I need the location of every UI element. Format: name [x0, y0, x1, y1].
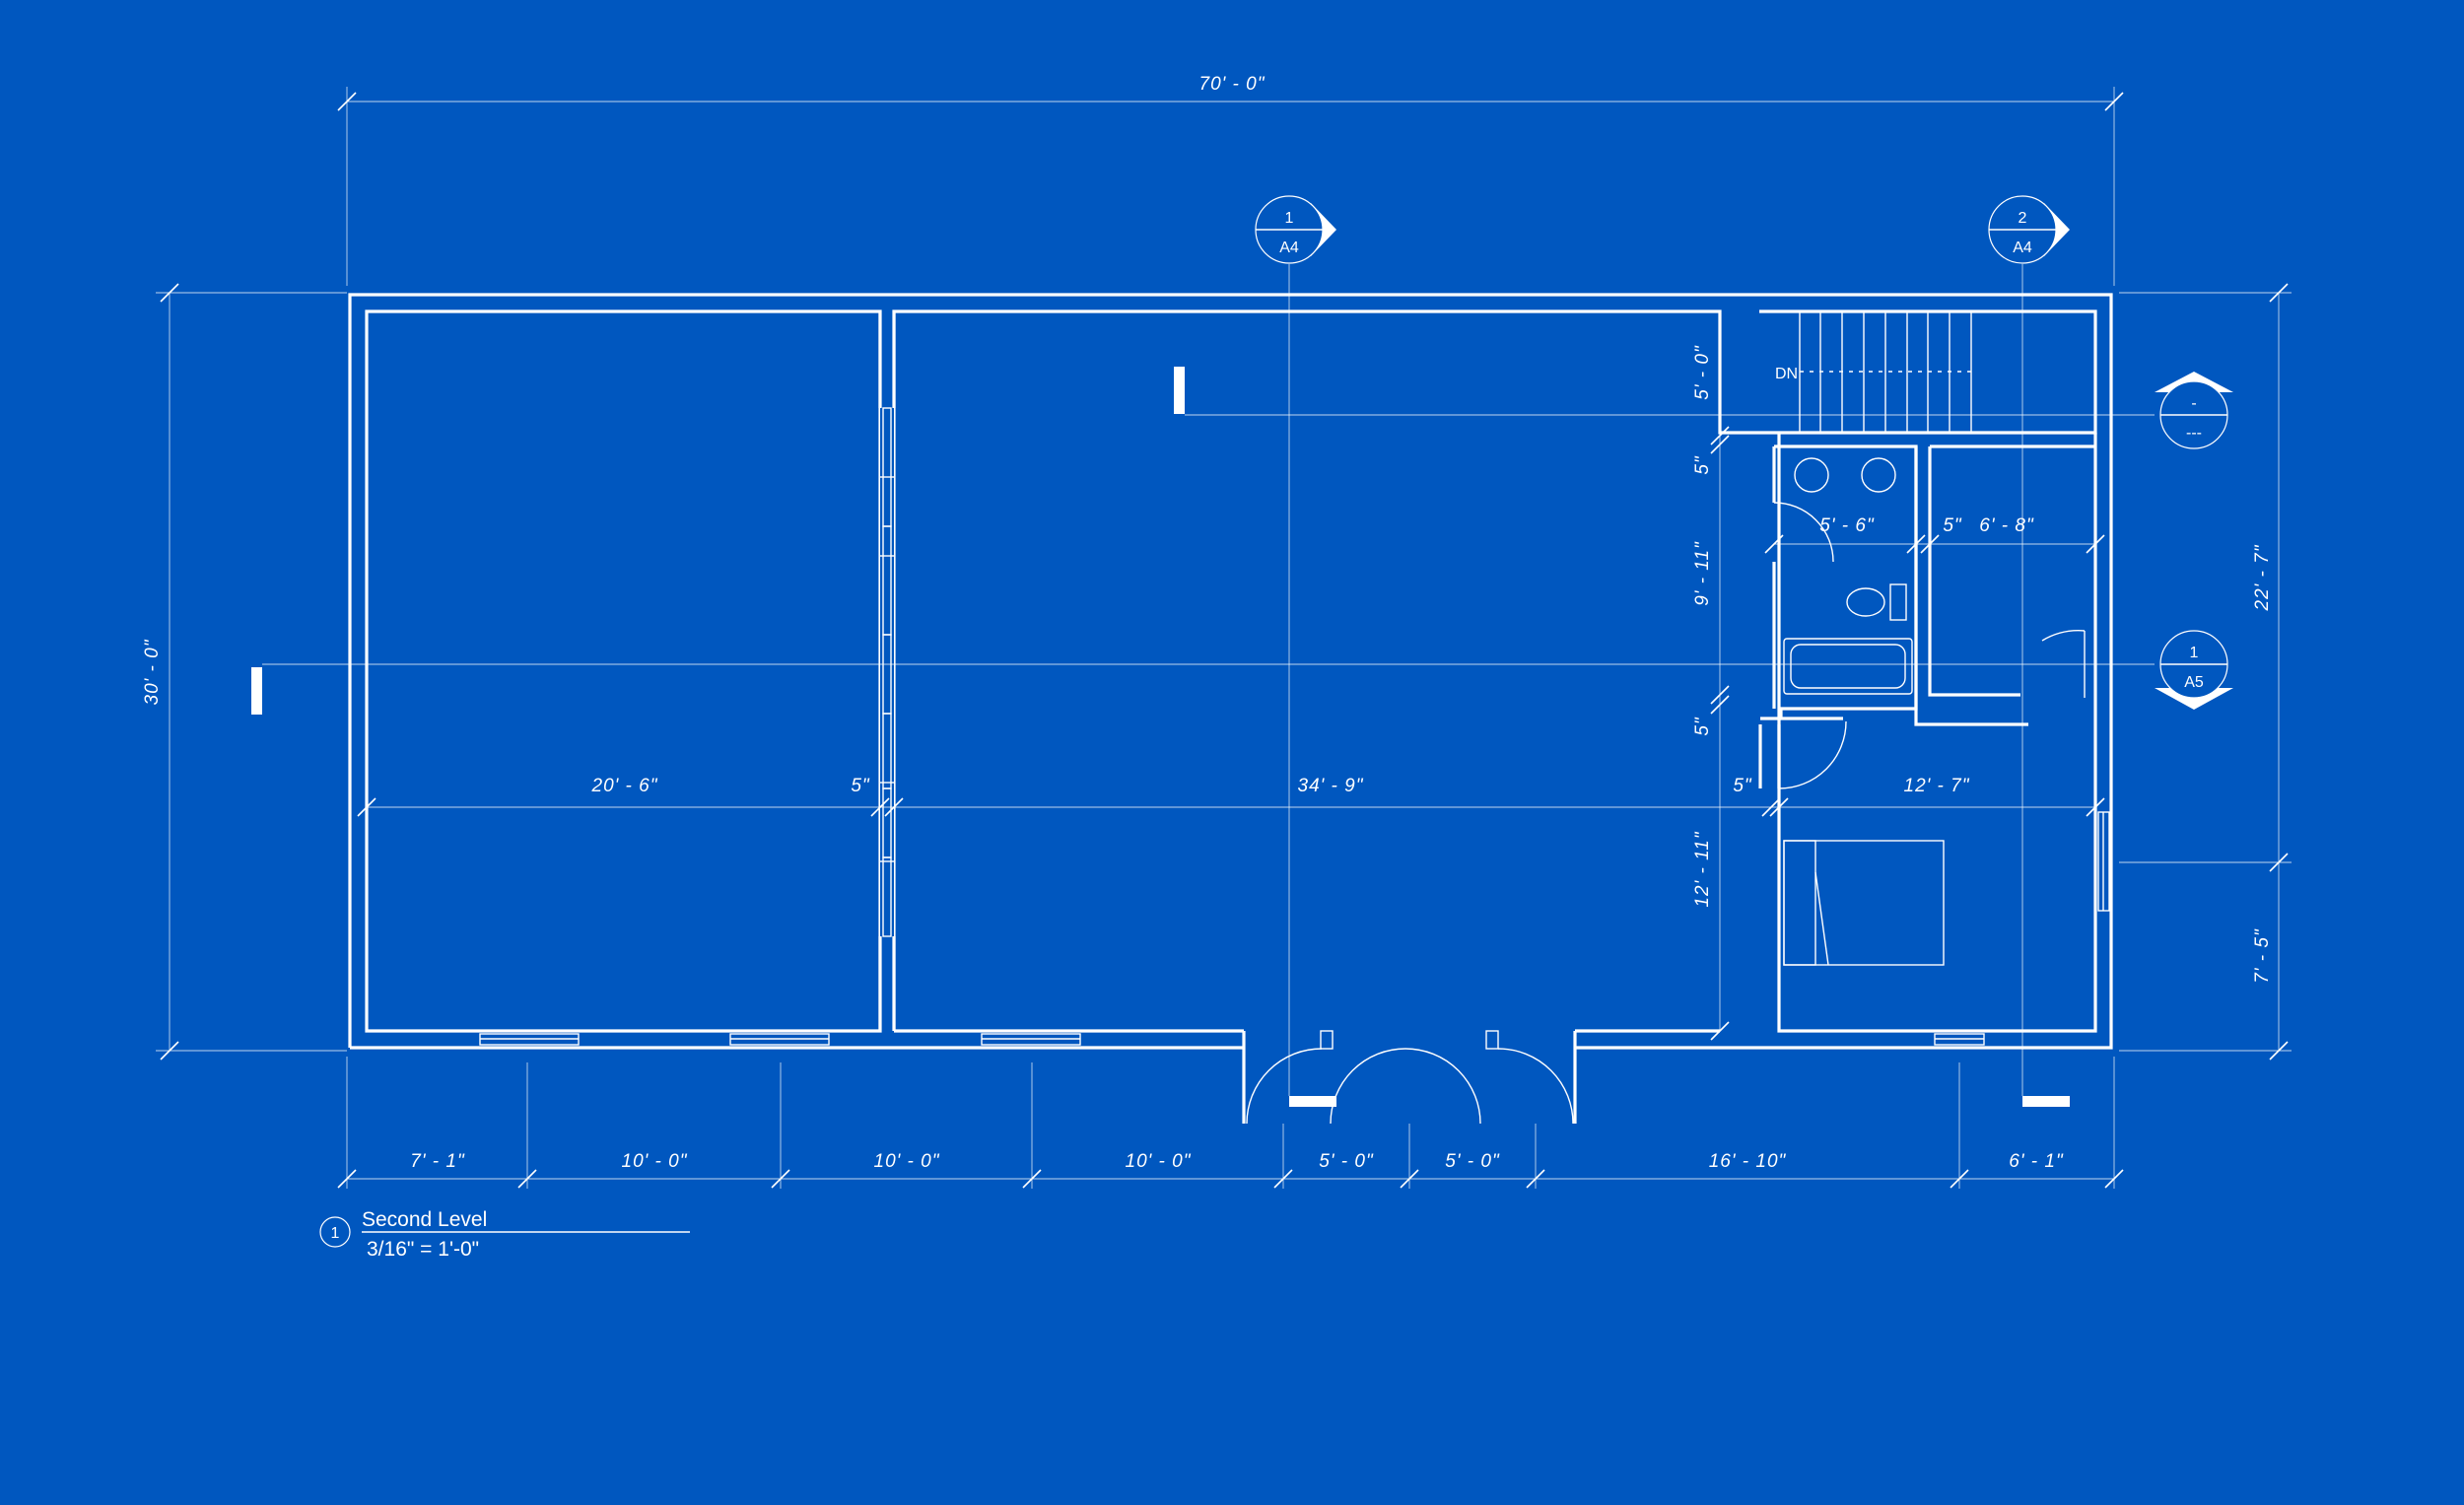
section-marker-2-a4: 2 A4	[1988, 195, 2070, 264]
section-marker-blank: - ---	[2155, 372, 2233, 449]
windows	[479, 811, 2110, 1046]
bottom-dim-7: 16' - 10"	[1709, 1151, 1787, 1172]
wall-a-label: 5"	[851, 776, 870, 796]
view-scale-text: 3/16" = 1'-0"	[367, 1238, 479, 1261]
exterior-walls	[348, 293, 2113, 1050]
view-title-text: Second Level	[362, 1208, 487, 1231]
right-dimensions: 22' - 7" 7' - 5"	[2119, 283, 2292, 1060]
bathroom-core: DN	[1758, 310, 2095, 966]
section-4-number: 1	[2190, 645, 2199, 661]
overall-width-label: 70' - 0"	[1199, 74, 1266, 95]
overall-width-dimension: 70' - 0"	[337, 74, 2124, 286]
bedroom-depth-label: 12' - 11"	[1692, 831, 1713, 907]
bedroom-width-label: 12' - 7"	[1904, 776, 1970, 796]
stair-down-label: DN	[1775, 366, 1798, 382]
closet-width-label: 6' - 8"	[1979, 515, 2034, 536]
bottom-dim-2: 10' - 0"	[622, 1151, 688, 1172]
right-upper-label: 22' - 7"	[2252, 544, 2273, 611]
bottom-dim-5: 5' - 0"	[1319, 1151, 1374, 1172]
section-1-number: 1	[1285, 210, 1294, 227]
section-3-number: -	[2191, 395, 2196, 412]
bath-depth-label: 9' - 11"	[1692, 541, 1713, 606]
overall-depth-dimension: 30' - 0"	[142, 283, 347, 1060]
wall-b-label: 5"	[1733, 776, 1752, 796]
overall-depth-label: 30' - 0"	[142, 639, 163, 705]
bottom-dim-6: 5' - 0"	[1445, 1151, 1500, 1172]
wall-e-label: 5"	[1943, 515, 1962, 536]
section-3-sheet: ---	[2186, 425, 2202, 442]
section-marker-1-a5: 1 A5	[2155, 630, 2233, 710]
section-marker-1-a4: 1 A4	[1255, 195, 1336, 264]
room1-width-label: 20' - 6"	[591, 776, 658, 796]
bottom-dim-4: 10' - 0"	[1126, 1151, 1192, 1172]
section-lines	[251, 264, 2155, 1107]
wall-c-label: 5"	[1692, 455, 1713, 475]
room2-width-label: 34' - 9"	[1298, 776, 1364, 796]
bottom-dim-1: 7' - 1"	[410, 1151, 465, 1172]
section-2-sheet: A4	[2013, 239, 2032, 256]
view-title: 1 Second Level 3/16" = 1'-0"	[319, 1208, 690, 1261]
section-4-sheet: A5	[2184, 674, 2204, 691]
section-2-number: 2	[2019, 210, 2027, 227]
section-1-sheet: A4	[1279, 239, 1299, 256]
view-number: 1	[331, 1225, 340, 1242]
wall-d-label: 5"	[1692, 717, 1713, 736]
right-lower-label: 7' - 5"	[2252, 928, 2273, 984]
bottom-dim-8: 6' - 1"	[2009, 1151, 2064, 1172]
interior-dimensions: 20' - 6" 5" 34' - 9" 5" 12' - 7" 5' - 0"…	[357, 311, 2105, 1041]
bottom-dim-3: 10' - 0"	[874, 1151, 940, 1172]
entry-doors	[1242, 1030, 1577, 1125]
bottom-dimensions: 7' - 1" 10' - 0" 10' - 0" 10' - 0" 5' - …	[337, 1057, 2124, 1189]
stair-depth-label: 5' - 0"	[1692, 345, 1713, 400]
partition-wall	[878, 311, 896, 1031]
bath-width-label: 5' - 6"	[1819, 515, 1875, 536]
